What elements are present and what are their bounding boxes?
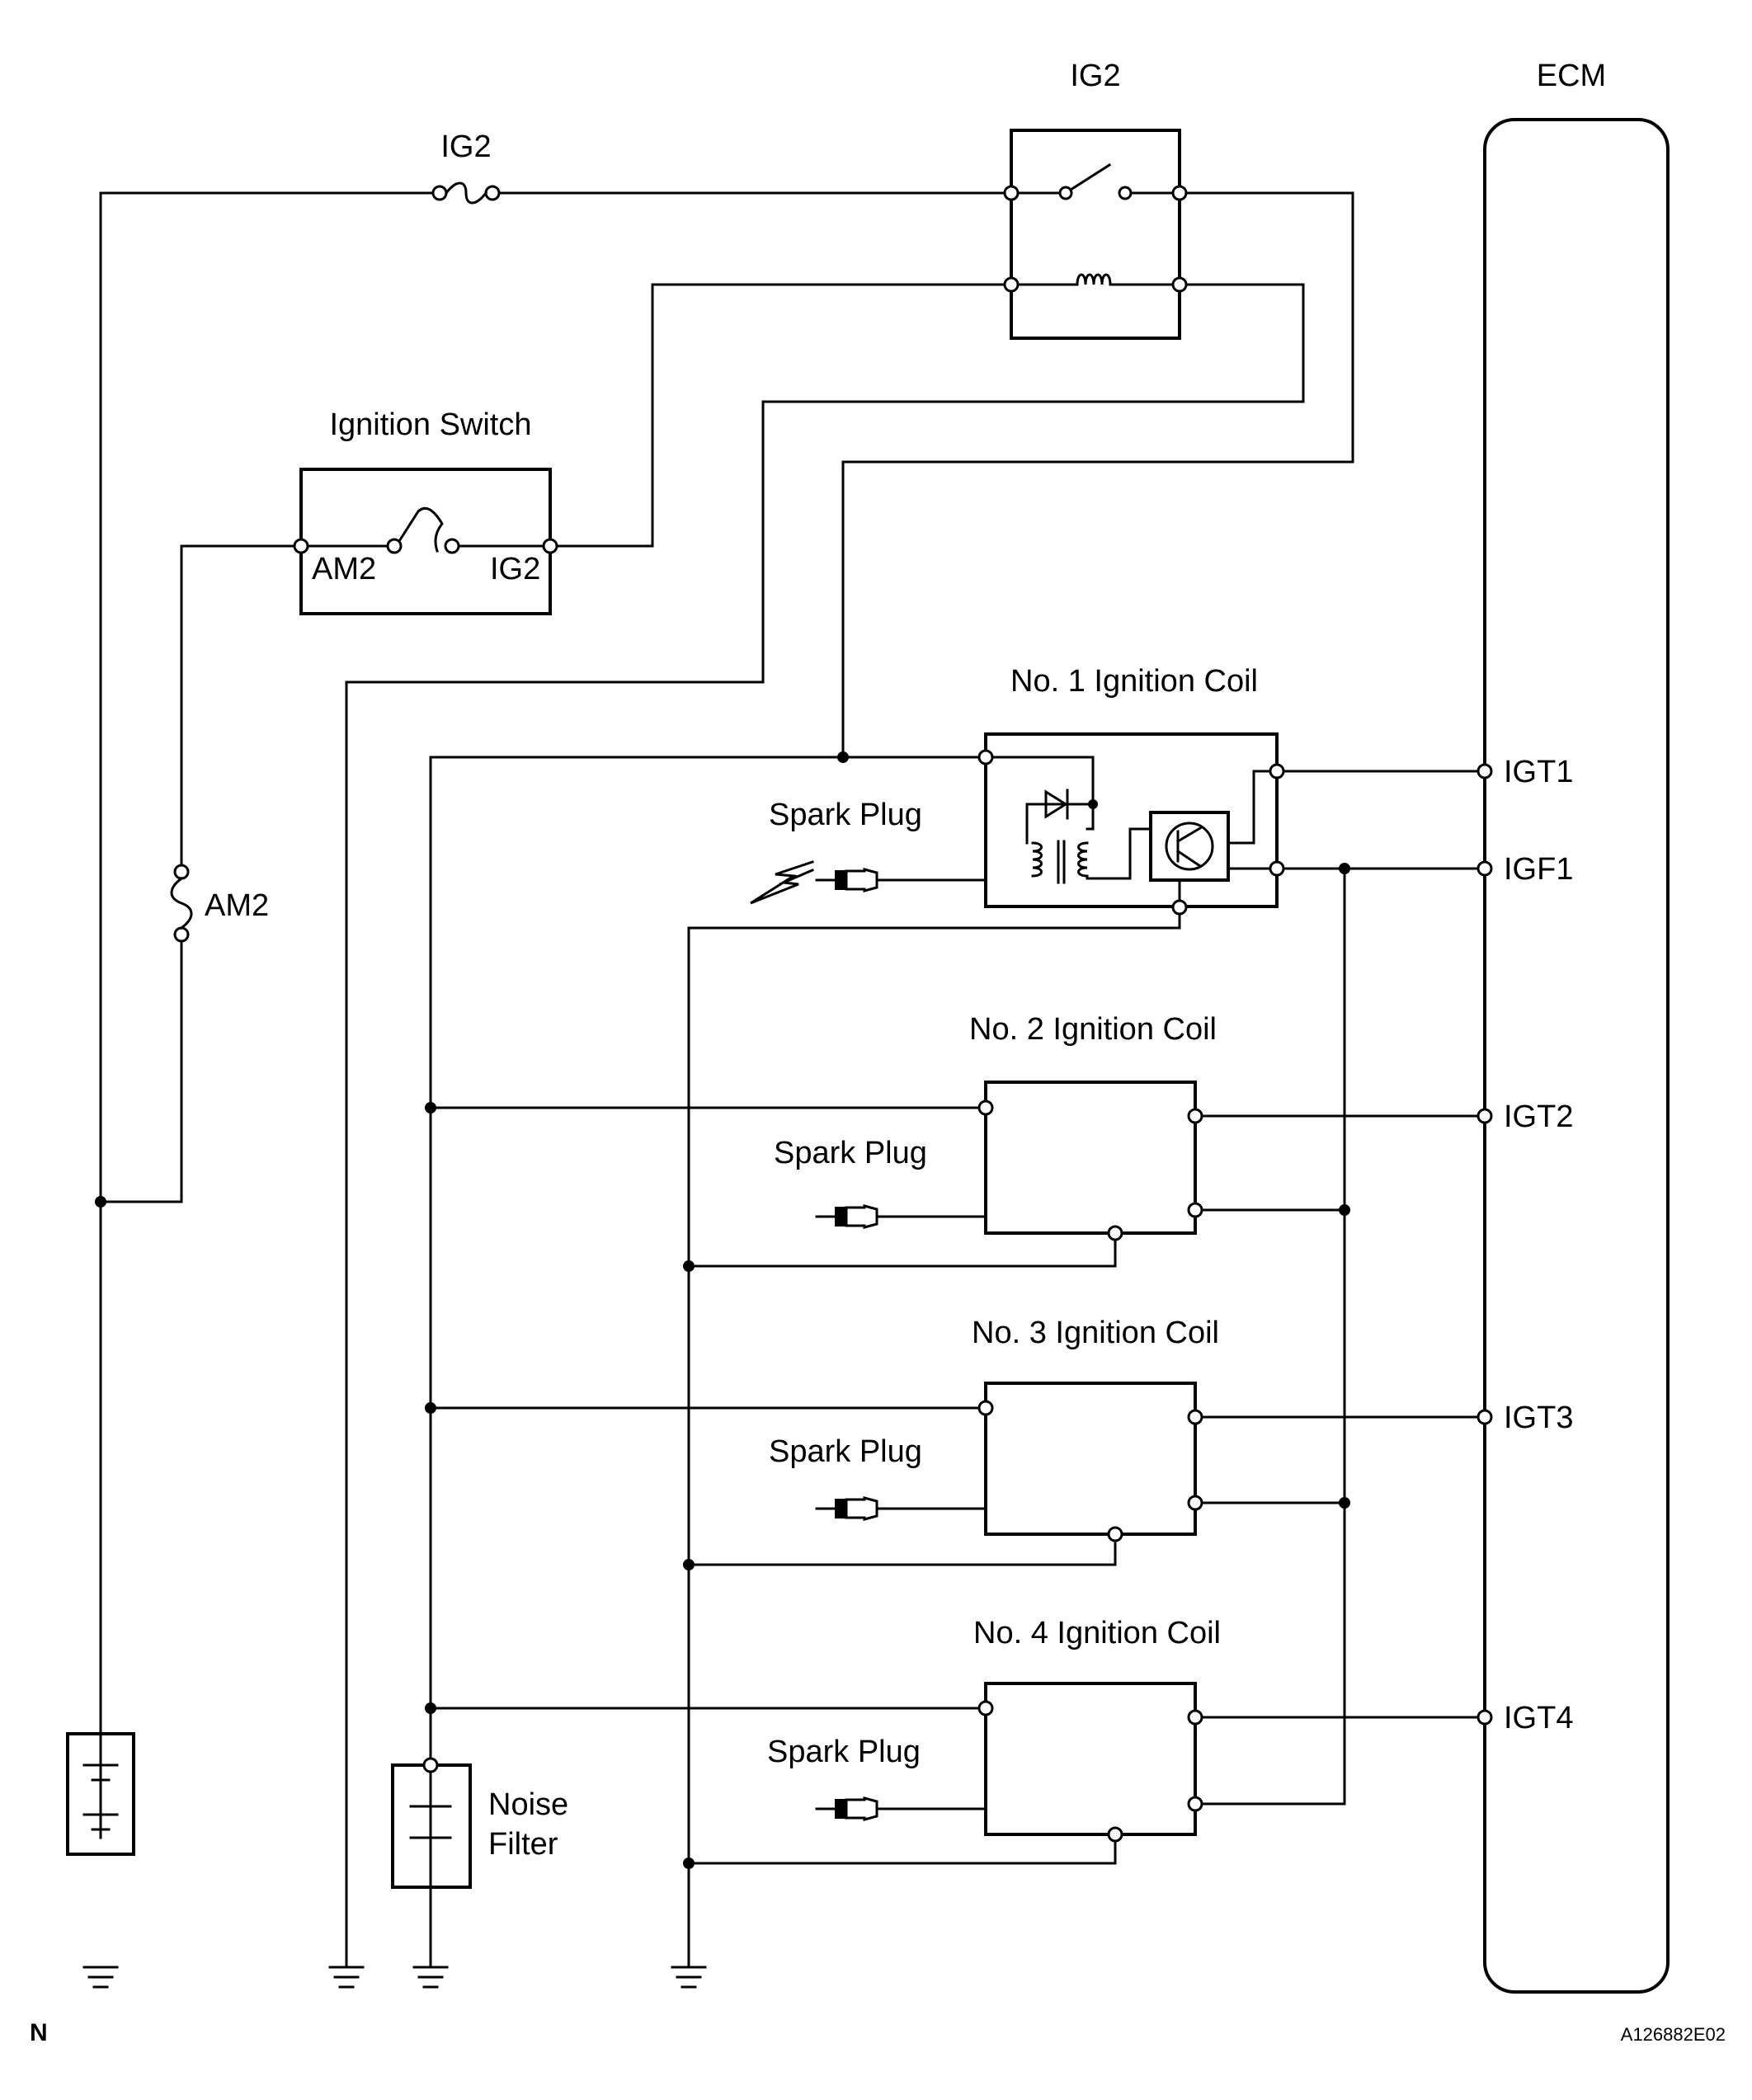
spark-plug-1: Spark Plug bbox=[750, 798, 922, 905]
coil-2-title: No. 2 Ignition Coil bbox=[969, 1012, 1217, 1047]
fuse-ig2-label: IG2 bbox=[440, 129, 491, 164]
fuse-ig2: IG2 bbox=[431, 129, 501, 205]
battery bbox=[66, 1732, 135, 1856]
coil-4-title: No. 4 Ignition Coil bbox=[973, 1616, 1221, 1650]
footer-left-marker: N bbox=[30, 2019, 48, 2046]
ecm-pin-igt3: IGT3 bbox=[1504, 1401, 1573, 1435]
ground-icon bbox=[328, 1966, 365, 1989]
ignition-switch-title: Ignition Switch bbox=[329, 407, 531, 442]
coil-3-title: No. 3 Ignition Coil bbox=[972, 1316, 1219, 1350]
ignition-switch-terminal-ig2: IG2 bbox=[490, 552, 540, 586]
spark-plug-4-label: Spark Plug bbox=[767, 1735, 921, 1769]
spark-plug-1-label: Spark Plug bbox=[769, 798, 922, 832]
ecm-pin-igf1: IGF1 bbox=[1504, 852, 1573, 887]
ignition-coil-2: No. 2 Ignition Coil bbox=[969, 1012, 1217, 1241]
ignition-coil-4: No. 4 Ignition Coil bbox=[973, 1616, 1221, 1843]
spark-icon bbox=[750, 860, 814, 905]
ignition-switch: Ignition Switch AM2 IG2 bbox=[293, 407, 558, 615]
wires bbox=[99, 191, 1486, 1969]
ignition-switch-terminal-am2: AM2 bbox=[312, 552, 376, 586]
ecm: ECM IGT1 IGF1 IGT2 IGT3 IGT4 bbox=[1476, 59, 1670, 1994]
ig2-relay: IG2 bbox=[1003, 59, 1188, 340]
ecm-pin-igt4: IGT4 bbox=[1504, 1701, 1573, 1735]
junction-dots bbox=[95, 751, 1350, 1869]
ecm-title: ECM bbox=[1537, 59, 1606, 93]
fuse-am2: AM2 bbox=[170, 864, 269, 943]
figure-code: A126882E02 bbox=[1621, 2024, 1726, 2045]
spark-plug-3: Spark Plug bbox=[769, 1434, 922, 1521]
ecm-pin-igt1: IGT1 bbox=[1504, 755, 1573, 789]
ground-icon bbox=[671, 1966, 707, 1989]
ignition-coil-1: No. 1 Ignition Coil bbox=[977, 664, 1285, 916]
spark-plug-2: Spark Plug bbox=[774, 1136, 927, 1229]
spark-plug-4: Spark Plug bbox=[767, 1735, 921, 1821]
ground-symbols bbox=[82, 1966, 707, 1989]
relay-title: IG2 bbox=[1070, 59, 1120, 93]
coil-1-title: No. 1 Ignition Coil bbox=[1010, 664, 1258, 699]
ground-icon bbox=[412, 1966, 449, 1989]
fuse-am2-label: AM2 bbox=[205, 888, 269, 923]
ecm-pin-igt2: IGT2 bbox=[1504, 1099, 1573, 1134]
noise-filter-label-line1: Noise bbox=[488, 1787, 568, 1822]
ignition-coil-3: No. 3 Ignition Coil bbox=[972, 1316, 1219, 1542]
spark-plug-2-label: Spark Plug bbox=[774, 1136, 927, 1170]
noise-filter: Noise Filter bbox=[391, 1757, 568, 1889]
spark-plug-3-label: Spark Plug bbox=[769, 1434, 922, 1469]
noise-filter-label-line2: Filter bbox=[488, 1827, 558, 1862]
ground-icon bbox=[82, 1966, 119, 1989]
